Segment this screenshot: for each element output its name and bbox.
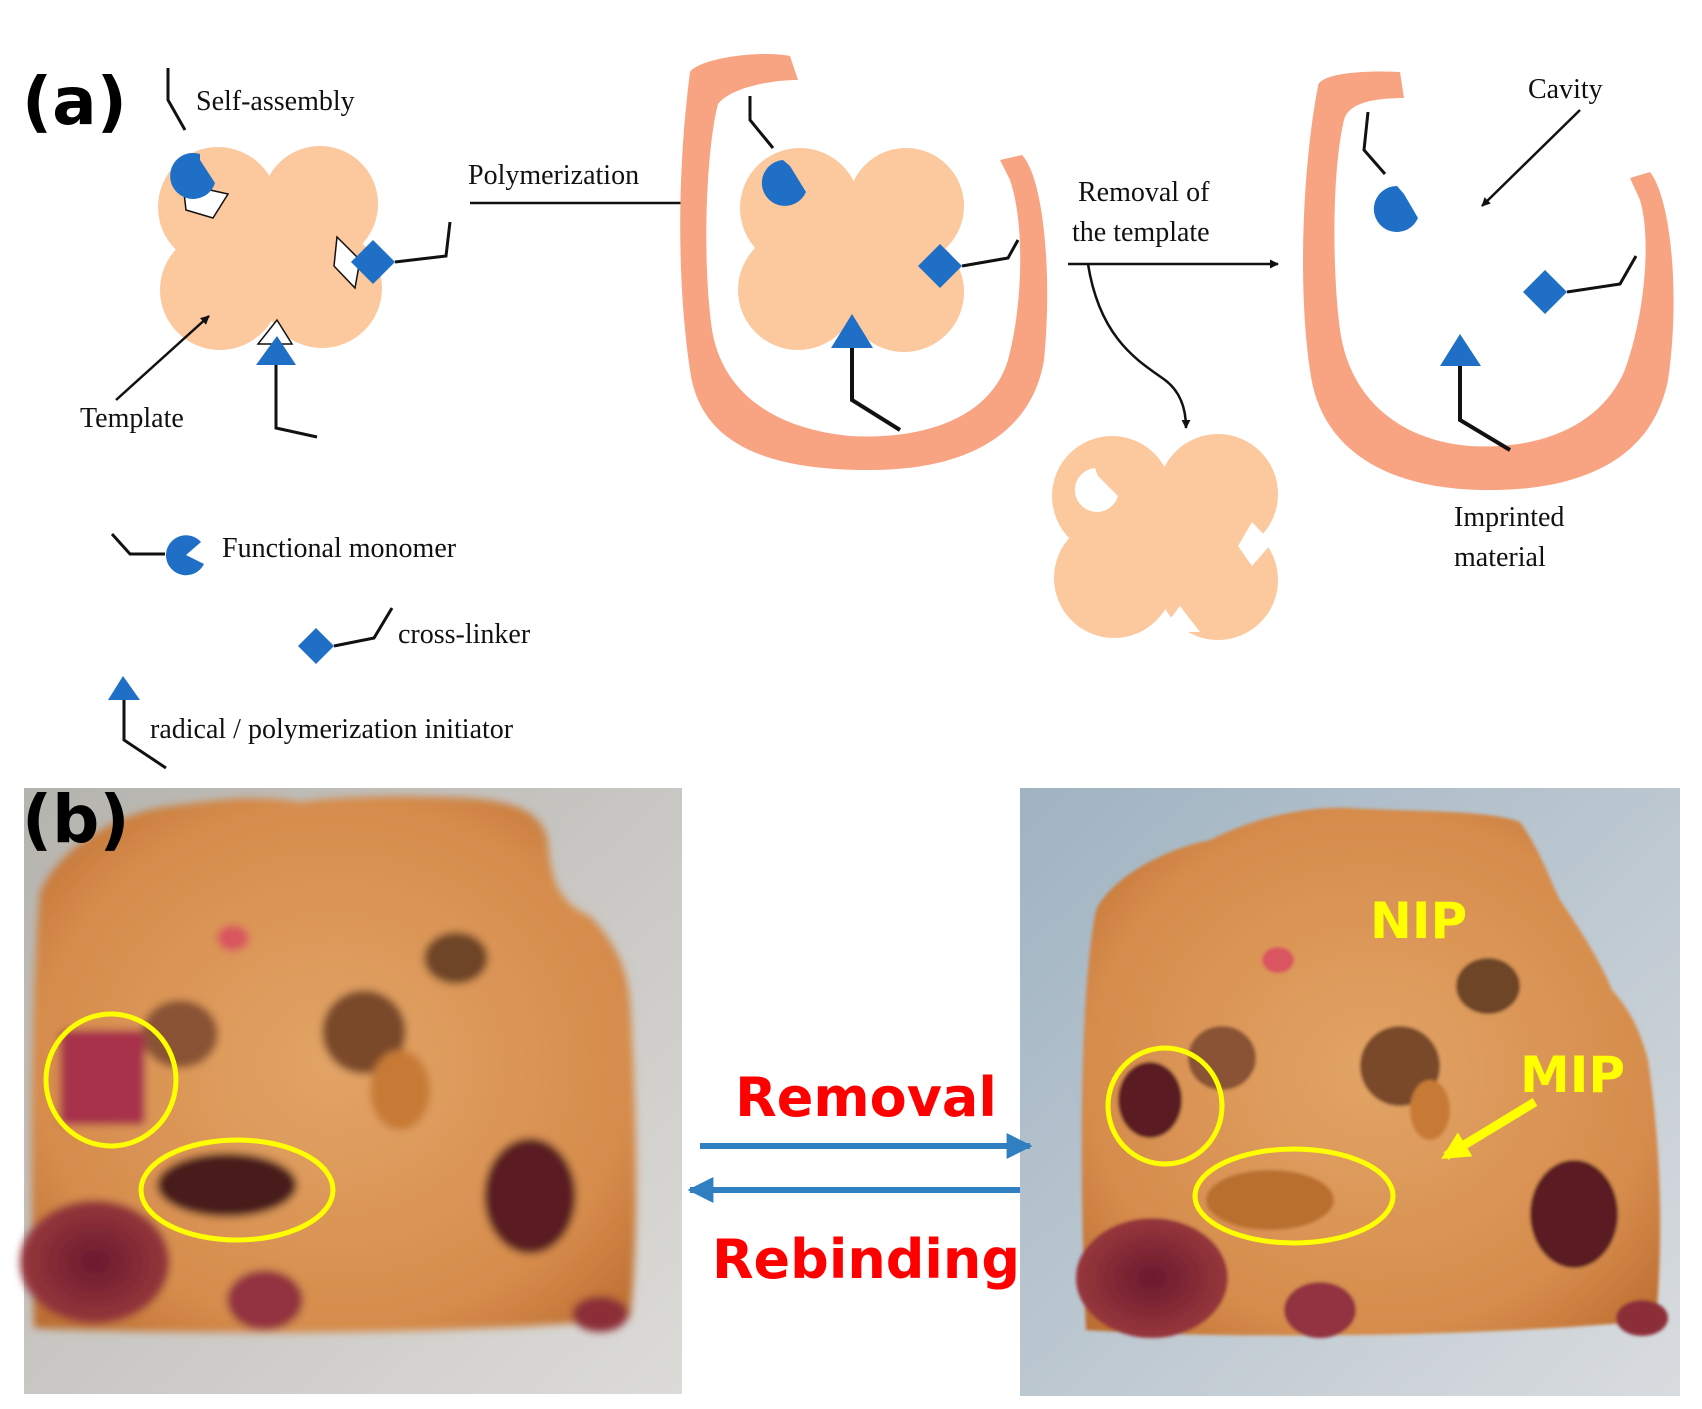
template-pointer-arrow — [115, 315, 210, 401]
imprinted-material-label-line1: Imprinted — [1454, 502, 1564, 533]
template-site-triangle — [1160, 606, 1200, 632]
removal-template-label-line2: the template — [1072, 217, 1210, 248]
highlight-ellipse — [138, 1137, 336, 1243]
imprinted-material — [1303, 71, 1674, 491]
template-label: Template — [80, 403, 184, 434]
removal-template-label-line1: Removal of — [1078, 177, 1210, 208]
functional-monomer — [1373, 185, 1418, 232]
highlight-circle — [43, 1011, 179, 1149]
legend-cross-linker-label: cross-linker — [398, 619, 531, 650]
template-shape — [158, 146, 382, 350]
legend: Functional monomer cross-linker radical … — [108, 532, 531, 770]
cavity-pointer-arrow — [1481, 109, 1581, 207]
cake-photo-nip — [20, 788, 682, 1394]
released-template — [1052, 434, 1278, 640]
mip-pointer-arrow — [1441, 1098, 1538, 1160]
cavity-label: Cavity — [1528, 74, 1603, 105]
legend-initiator-label: radical / polymerization initiator — [150, 714, 514, 745]
panel-a-label: (a) — [22, 63, 127, 140]
polymer-shell — [1303, 71, 1674, 491]
template-site-diamond — [333, 235, 361, 290]
initiator — [1440, 334, 1481, 366]
cross-linker — [351, 240, 395, 284]
panel-b-label: (b) — [22, 781, 130, 858]
template-shape — [738, 148, 964, 352]
legend-cross-linker: cross-linker — [298, 607, 531, 664]
legend-functional-monomer-label: Functional monomer — [222, 533, 457, 564]
legend-initiator: radical / polymerization initiator — [108, 676, 514, 770]
initiator — [831, 314, 873, 348]
polymer-shell — [680, 53, 1048, 471]
template-site-pacman — [1074, 468, 1118, 512]
highlight-ellipse — [1192, 1146, 1396, 1246]
initiator — [256, 336, 296, 365]
template-with-monomers — [158, 68, 452, 439]
cross-linker — [918, 244, 962, 288]
self-assembly-label: Self-assembly — [196, 86, 355, 117]
functional-monomer — [761, 160, 806, 206]
legend-functional-monomer: Functional monomer — [110, 532, 457, 576]
template-release-arrow — [1086, 263, 1191, 429]
nip-label: NIP — [1370, 892, 1467, 950]
polymerization-label: Polymerization — [468, 160, 639, 191]
rebinding-label: Rebinding — [712, 1228, 1020, 1291]
cross-linker — [1523, 270, 1567, 314]
polymer-with-template — [680, 53, 1048, 471]
cake-photo-mip: NIP MIP — [1020, 788, 1680, 1396]
functional-monomer — [170, 152, 215, 199]
template-site-diamond — [1238, 522, 1272, 566]
imprinted-material-label-line2: material — [1454, 542, 1546, 573]
mip-label: MIP — [1520, 1046, 1625, 1104]
highlight-circle — [1105, 1045, 1225, 1167]
removal-label: Removal — [735, 1066, 997, 1129]
